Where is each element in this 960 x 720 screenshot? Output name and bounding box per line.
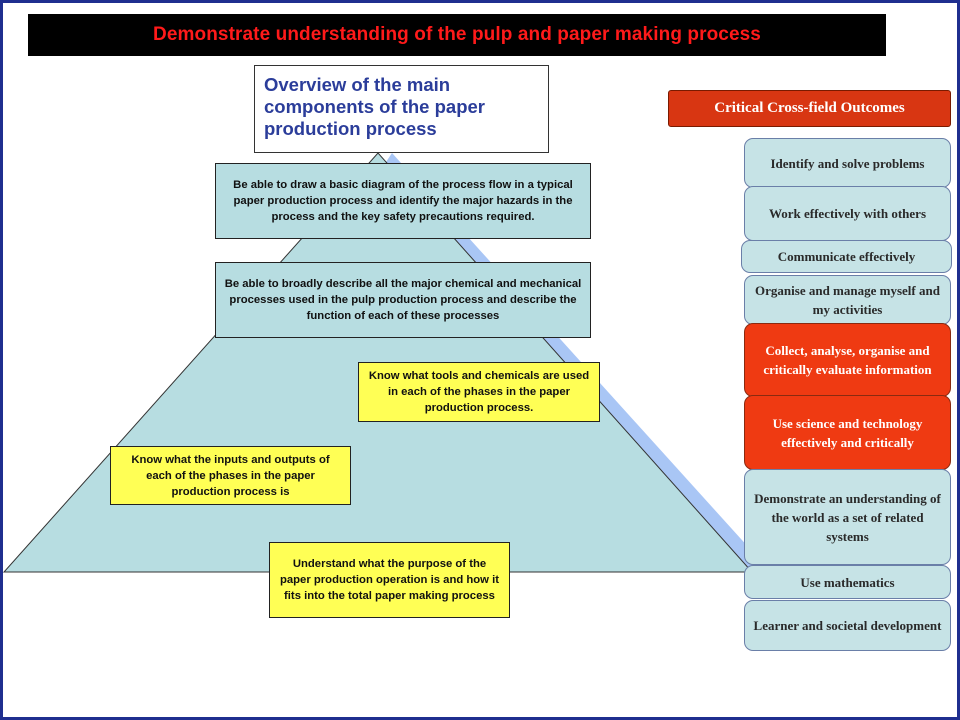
slide-title: Demonstrate understanding of the pulp an… (28, 14, 886, 56)
outcome-learner-development: Learner and societal development (744, 600, 951, 651)
outcome-mathematics: Use mathematics (744, 565, 951, 599)
outcome-science-technology: Use science and technology effectively a… (744, 395, 951, 470)
critical-outcomes-header: Critical Cross-field Outcomes (668, 90, 951, 127)
outcome-collect-analyse: Collect, analyse, organise and criticall… (744, 323, 951, 397)
outcome-identify-solve-problems: Identify and solve problems (744, 138, 951, 188)
pyramid-box-tools-chemicals: Know what tools and chemicals are used i… (358, 362, 600, 422)
outcome-work-with-others: Work effectively with others (744, 186, 951, 241)
pyramid-box-chemical-mechanical: Be able to broadly describe all the majo… (215, 262, 591, 338)
outcome-communicate: Communicate effectively (741, 240, 952, 273)
pyramid-box-purpose: Understand what the purpose of the paper… (269, 542, 510, 618)
outcome-organise-manage: Organise and manage myself and my activi… (744, 275, 951, 325)
overview-heading: Overview of the main components of the p… (254, 65, 549, 153)
pyramid-box-process-flow: Be able to draw a basic diagram of the p… (215, 163, 591, 239)
outcome-world-systems: Demonstrate an understanding of the worl… (744, 469, 951, 565)
pyramid-box-inputs-outputs: Know what the inputs and outputs of each… (110, 446, 351, 505)
